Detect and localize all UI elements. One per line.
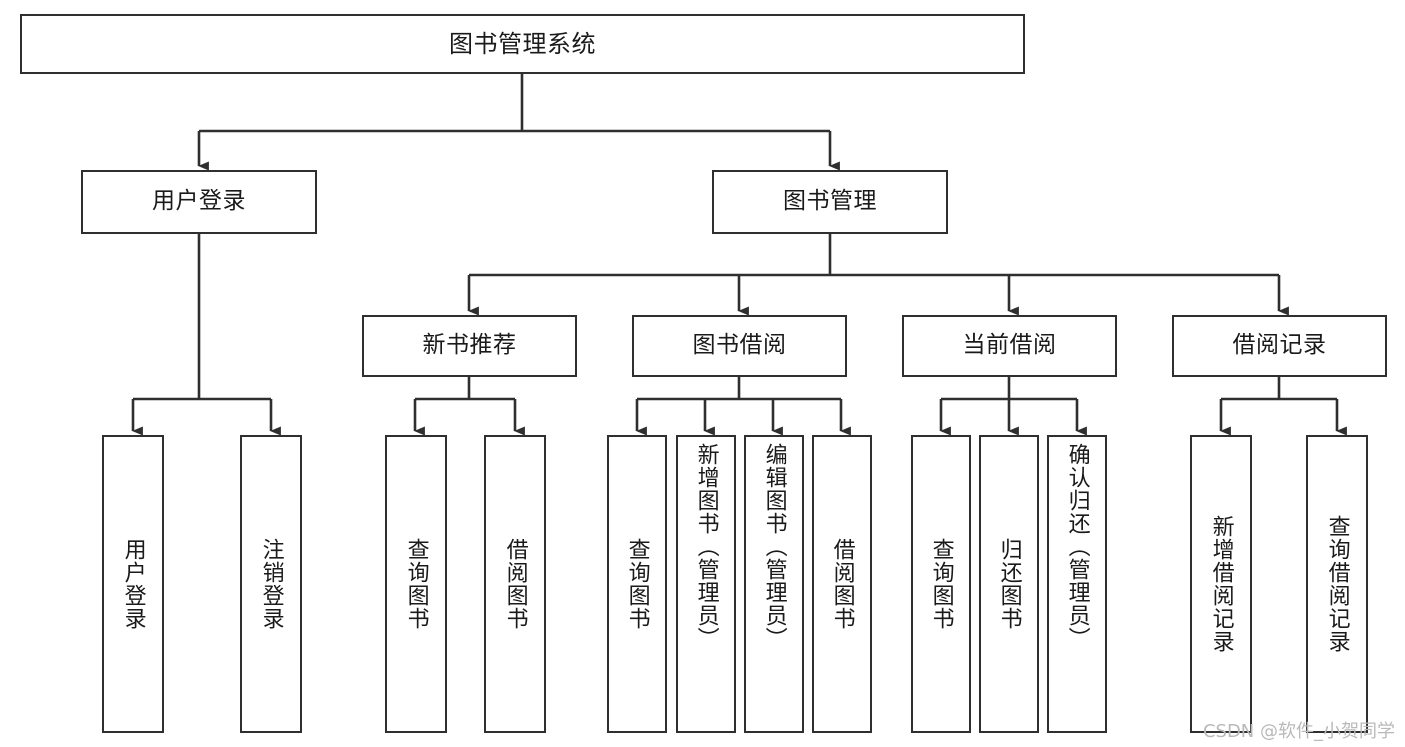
- node-label: 查询图书: [624, 538, 650, 630]
- node-label: 借阅记录: [1232, 332, 1327, 359]
- node-label: 确认归还（管理员）: [1064, 443, 1090, 650]
- leaf-borrow-edit-book-admin[interactable]: 编辑图书（管理员）: [744, 435, 804, 733]
- leaf-user-login[interactable]: 用户登录: [102, 435, 164, 733]
- leaf-record-add-borrow-record[interactable]: 新增借阅记录: [1190, 435, 1252, 733]
- node-label: 新增借阅记录: [1208, 515, 1234, 653]
- node-label: 编辑图书（管理员）: [761, 443, 787, 650]
- node-label: 借阅图书: [829, 538, 855, 630]
- leaf-current-confirm-return-admin[interactable]: 确认归还（管理员）: [1047, 435, 1107, 733]
- node-label: 新书推荐: [422, 332, 517, 359]
- leaf-current-return-books[interactable]: 归还图书: [979, 435, 1039, 733]
- node-label: 查询图书: [403, 538, 429, 630]
- node-label: 图书管理系统: [449, 29, 596, 58]
- node-label: 图书借阅: [692, 332, 787, 359]
- node-label: 注销登录: [258, 538, 284, 630]
- leaf-record-query-borrow-record[interactable]: 查询借阅记录: [1306, 435, 1368, 733]
- node-book-management[interactable]: 图书管理: [712, 170, 948, 234]
- node-label: 图书管理: [783, 188, 877, 215]
- node-user-login[interactable]: 用户登录: [81, 170, 317, 234]
- node-label: 查询借阅记录: [1324, 515, 1350, 653]
- node-label: 用户登录: [120, 538, 146, 630]
- leaf-logout-login[interactable]: 注销登录: [240, 435, 302, 733]
- leaf-borrow-borrow-books[interactable]: 借阅图书: [812, 435, 872, 733]
- node-root-book-management-system[interactable]: 图书管理系统: [20, 14, 1025, 74]
- node-label: 新增图书（管理员）: [693, 443, 719, 650]
- node-current-borrowing[interactable]: 当前借阅: [902, 315, 1117, 377]
- leaf-current-query-books[interactable]: 查询图书: [911, 435, 971, 733]
- node-label: 用户登录: [152, 188, 246, 215]
- node-book-borrowing[interactable]: 图书借阅: [632, 315, 847, 377]
- node-label: 借阅图书: [502, 538, 528, 630]
- node-new-book-recommendation[interactable]: 新书推荐: [362, 315, 577, 377]
- node-label: 归还图书: [996, 538, 1022, 630]
- node-label: 查询图书: [928, 538, 954, 630]
- leaf-new-book-borrow-books[interactable]: 借阅图书: [484, 435, 546, 733]
- node-label: 当前借阅: [962, 332, 1057, 359]
- leaf-borrow-query-books[interactable]: 查询图书: [607, 435, 667, 733]
- node-borrowing-record[interactable]: 借阅记录: [1172, 315, 1387, 377]
- leaf-borrow-add-book-admin[interactable]: 新增图书（管理员）: [676, 435, 736, 733]
- leaf-new-book-query-books[interactable]: 查询图书: [385, 435, 447, 733]
